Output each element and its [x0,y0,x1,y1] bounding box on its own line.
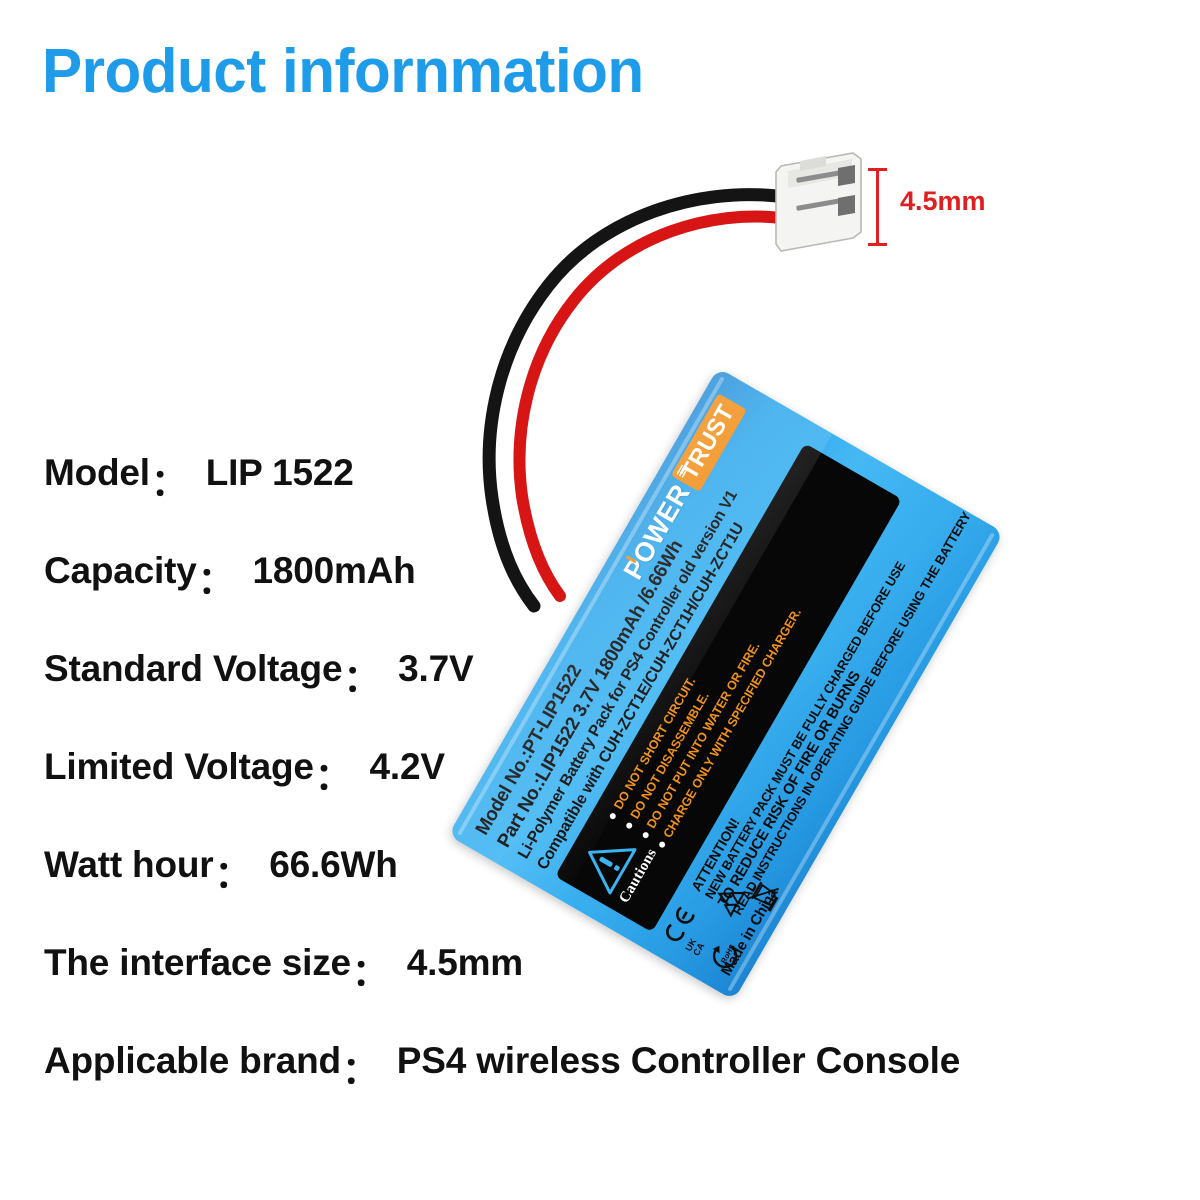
battery-label: POWER TRUST Model No.:PT-LIP1522 Part No… [448,368,1004,1001]
battery-pack-image: POWER TRUST Model No.:PT-LIP1522 Part No… [443,318,1200,1058]
dimension-cap-bottom [868,243,887,246]
warning-triangle-icon [588,848,637,895]
dimension-label: 4.5mm [900,186,986,216]
interface-size-dimension: 4.5mm [868,168,992,258]
ce-mark-icon [661,903,703,950]
compliance-marks: UK CA RoHS [661,887,764,980]
dimension-cap-top [868,168,887,171]
spec-value: 4.5mm [406,942,523,983]
jst-connector [775,152,862,252]
spec-row-standard-voltage: Standard Voltage ： 3.7V [44,648,1004,746]
spec-row-capacity: Capacity ： 1800mAh [44,550,1004,648]
spec-label: Applicable brand [44,1040,341,1081]
battery-body: POWER TRUST Model No.:PT-LIP1522 Part No… [448,367,1004,1001]
spec-label: Capacity [44,550,197,591]
spec-row-applicable-brand: Applicable brand ： PS4 wireless Controll… [44,1040,1004,1138]
spec-row-watt-hour: Watt hour ： 66.6Wh [44,844,1004,942]
disposal-marks [708,850,795,938]
spec-value: 66.6Wh [269,844,398,885]
rohs-mark-icon: RoHS [704,933,751,980]
specification-list: Model ： LIP 1522 Capacity ： 1800mAh Stan… [44,452,1004,1138]
spec-colon: ： [314,756,352,797]
dimension-line [876,168,879,246]
spec-row-limited-voltage: Limited Voltage ： 4.2V [44,746,1004,844]
spec-label: Limited Voltage [44,746,314,787]
recycle-mark-icon [717,891,746,918]
spec-colon: ： [351,952,389,993]
spec-label: Model [44,452,150,493]
spec-colon: ： [214,854,252,895]
page-title: Product infornmation [42,37,644,106]
spec-label: The interface size [44,942,351,983]
weee-crossed-bin-icon [747,881,779,912]
spec-colon: ： [341,1050,379,1091]
spec-colon: ： [343,658,381,699]
spec-value: PS4 wireless Controller Console [396,1040,961,1081]
battery-label-text: POWER TRUST Model No.:PT-LIP1522 Part No… [461,381,991,987]
spec-row-interface-size: The interface size ： 4.5mm [44,942,1004,1040]
spec-value: 1800mAh [252,550,416,591]
spec-row-model: Model ： LIP 1522 [44,452,1004,550]
spec-label: Standard Voltage [44,648,343,689]
spec-label: Watt hour [44,844,214,885]
spec-value: 3.7V [398,648,474,689]
spec-value: 4.2V [369,746,446,787]
cautions-block: Cautions DO NOT SHORT CIRCUIT. DO NOT DI… [554,443,902,933]
spec-colon: ： [150,462,188,503]
spec-colon: ： [197,560,235,601]
spec-value: LIP 1522 [205,452,354,493]
